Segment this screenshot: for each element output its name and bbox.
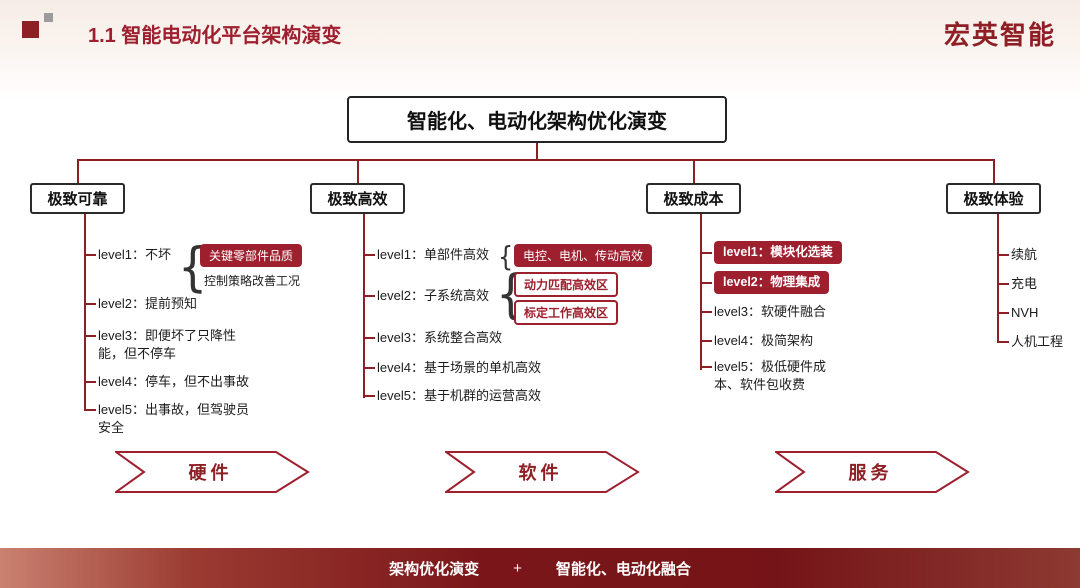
brand-logo: 宏英智能 <box>943 20 1056 50</box>
callout-text: 控制策略改善工况 <box>204 274 301 288</box>
tree-item: level2：子系统高效 <box>363 287 489 305</box>
ribbon-service: 服务 <box>775 451 970 493</box>
branch-spine <box>997 214 999 343</box>
tree-item: level5：出事故，但驾驶员安全 <box>84 401 250 436</box>
connector-line <box>77 160 79 183</box>
branch-spine <box>700 214 702 370</box>
callout-badge: 动力匹配高效区 <box>514 272 619 297</box>
tree-item: level5：极低硬件成本、软件包收费 <box>700 358 828 393</box>
tree-item: level3：系统整合高效 <box>363 329 502 347</box>
tree-item: level1：单部件高效 <box>363 246 489 264</box>
connector-line <box>693 160 695 183</box>
connector-line <box>357 160 359 183</box>
tree-item: level4：极简架构 <box>700 332 813 350</box>
connector-line <box>993 160 995 183</box>
logo-square-icon <box>22 21 39 38</box>
tree-item: level2：物理集成 <box>700 271 830 294</box>
ribbon-shape-icon <box>115 451 310 493</box>
tree-item: level1：不坏 <box>84 246 171 264</box>
tree-item: NVH <box>997 304 1038 322</box>
outlined-badge: 动力匹配高效区 <box>514 272 619 297</box>
branch-spine <box>84 214 86 411</box>
tree-item: 续航 <box>997 246 1037 264</box>
tree-item: level4：基于场景的单机高效 <box>363 359 541 377</box>
logo-square-small-icon <box>44 13 53 22</box>
outlined-badge: 标定工作高效区 <box>514 300 619 325</box>
callout-badge: 标定工作高效区 <box>514 300 619 325</box>
tree-item: level1：模块化选装 <box>700 241 842 264</box>
callout-badge: 电控、电机、传动高效 <box>514 244 653 267</box>
tree-item: level4：停车，但不出事故 <box>84 373 249 391</box>
branch-spine <box>363 214 365 398</box>
tree-item: 充电 <box>997 275 1037 293</box>
footer-plus: + <box>513 559 522 577</box>
branch-box-efficiency: 极致高效 <box>310 183 405 214</box>
footer-bar: 架构优化演变 + 智能化、电动化融合 <box>0 548 1080 588</box>
ribbon-label: 服务 <box>848 463 893 483</box>
ribbon-hardware: 硬件 <box>115 451 310 493</box>
tree-item: level3：即便坏了只降性能，但不停车 <box>84 327 250 362</box>
root-node: 智能化、电动化架构优化演变 <box>347 96 727 143</box>
connector-line <box>536 143 538 160</box>
filled-badge: 关键零部件品质 <box>200 244 303 267</box>
ribbon-label: 硬件 <box>188 463 233 483</box>
footer-right-text: 智能化、电动化融合 <box>555 560 691 578</box>
connector-line <box>77 159 995 161</box>
filled-badge: level1：模块化选装 <box>714 241 842 264</box>
filled-badge: level2：物理集成 <box>714 271 830 294</box>
tree-item: level5：基于机群的运营高效 <box>363 387 541 405</box>
page-title: 1.1 智能电动化平台架构演变 <box>88 25 342 47</box>
ribbon-label: 软件 <box>518 463 563 483</box>
tree-item: level3：软硬件融合 <box>700 303 826 321</box>
tree-item: level2：提前预知 <box>84 295 197 313</box>
callout-badge: 关键零部件品质 <box>200 244 303 267</box>
branch-box-experience: 极致体验 <box>946 183 1041 214</box>
filled-badge: 电控、电机、传动高效 <box>514 244 653 267</box>
branch-box-reliability: 极致可靠 <box>30 183 125 214</box>
ribbon-software: 软件 <box>445 451 640 493</box>
tree-item: 人机工程 <box>997 333 1063 351</box>
ribbon-shape-icon <box>445 451 640 493</box>
footer-left-text: 架构优化演变 <box>389 560 480 578</box>
branch-box-cost: 极致成本 <box>646 183 741 214</box>
ribbon-shape-icon <box>775 451 970 493</box>
